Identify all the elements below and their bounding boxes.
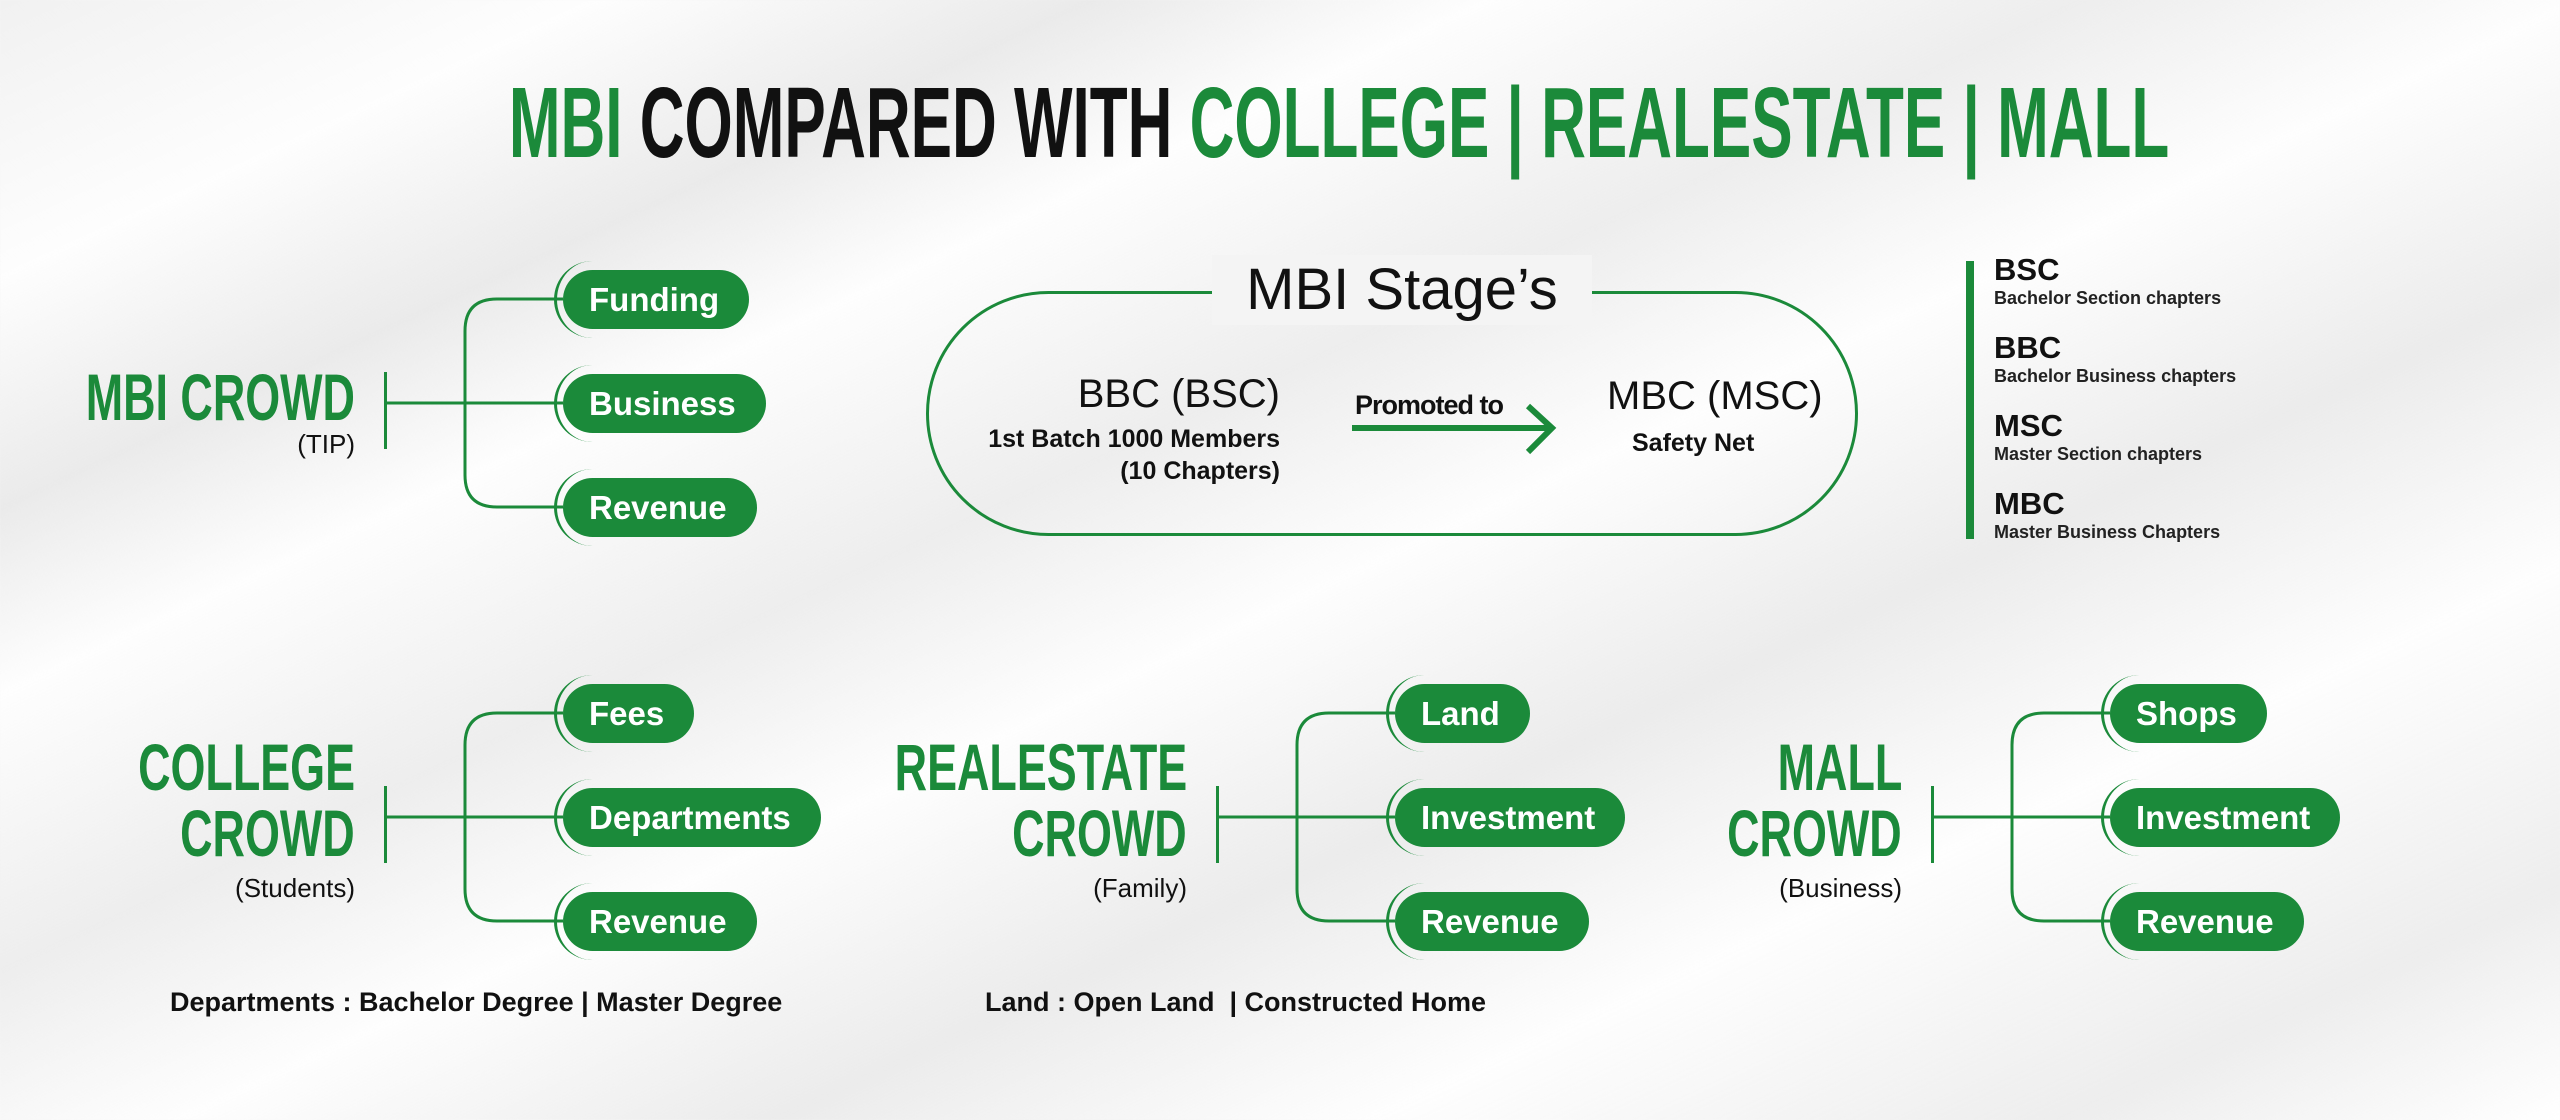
mall-item-pill: Investment bbox=[2100, 779, 2341, 856]
college-crowd-subtitle: (Students) bbox=[235, 873, 355, 903]
label-tick bbox=[1216, 786, 1219, 863]
legend-desc: Master Business Chapters bbox=[1994, 522, 2221, 542]
realestate-crowd-label: REALESTATE bbox=[894, 730, 1187, 804]
college-crowd-label: COLLEGE bbox=[138, 730, 355, 804]
stage-to-name: MBC (MSC) bbox=[1607, 374, 1823, 418]
stage-from-detail-2: (10 Chapters) bbox=[1120, 457, 1280, 485]
arrow-right-icon bbox=[1352, 403, 1557, 455]
mall-crowd-label: CROWD bbox=[1727, 796, 1902, 870]
stage-from-name: BBC (BSC) bbox=[1077, 372, 1280, 416]
title-mbi: MBI bbox=[508, 67, 623, 179]
page-title: MBI COMPARED WITH COLLEGE | REALESTATE |… bbox=[0, 68, 2560, 178]
realestate-item-pill: Investment bbox=[1385, 779, 1626, 856]
stage-from-detail-1: 1st Batch 1000 Members bbox=[988, 425, 1280, 453]
college-item-pill: Revenue bbox=[554, 883, 757, 960]
label-tick bbox=[384, 786, 387, 863]
realestate-crowd-label: CROWD bbox=[1012, 796, 1187, 870]
mall-crowd-subtitle: (Business) bbox=[1779, 873, 1902, 903]
legend-abbr: BBC bbox=[1994, 330, 2062, 365]
legend-bar bbox=[1966, 261, 1974, 539]
stages-title: MBI Stage’s bbox=[1212, 255, 1592, 325]
realestate-item-pill: Revenue bbox=[1386, 883, 1589, 960]
departments-note: Departments : Bachelor Degree | Master D… bbox=[170, 987, 783, 1017]
legend-desc: Bachelor Business chapters bbox=[1994, 366, 2237, 386]
college-crowd-label: CROWD bbox=[180, 796, 355, 870]
label-tick bbox=[384, 372, 387, 449]
title-compared-with: COMPARED WITH bbox=[639, 67, 1173, 179]
mbi-item-pill: Business bbox=[554, 365, 766, 442]
connector-lines bbox=[1217, 711, 1395, 923]
stage-to-detail: Safety Net bbox=[1632, 429, 1755, 457]
title-comparisons: COLLEGE | REALESTATE | MALL bbox=[1189, 67, 2170, 179]
mall-crowd-label: MALL bbox=[1777, 730, 1902, 804]
legend-desc: Bachelor Section chapters bbox=[1994, 288, 2222, 308]
connector-lines bbox=[385, 297, 563, 509]
mbi-item-pill: Funding bbox=[553, 261, 750, 338]
land-note: Land : Open Land | Constructed Home bbox=[985, 987, 1487, 1017]
connector-lines bbox=[385, 711, 563, 923]
legend-abbr: MBC bbox=[1994, 486, 2065, 521]
label-tick bbox=[1931, 786, 1934, 863]
college-item-pill: Departments bbox=[554, 779, 821, 856]
legend-abbr: MSC bbox=[1994, 408, 2063, 443]
connector-lines bbox=[1932, 711, 2110, 923]
legend-desc: Master Section chapters bbox=[1994, 444, 2203, 464]
mbi-item-pill: Revenue bbox=[554, 469, 757, 546]
mall-item-pill: Shops bbox=[2101, 675, 2267, 752]
mall-item-pill: Revenue bbox=[2101, 883, 2304, 960]
mbi-crowd-label: MBI CROWD bbox=[85, 360, 355, 434]
mbi-crowd-subtitle: (TIP) bbox=[297, 429, 355, 459]
promoted-to-label: Promoted to bbox=[1355, 390, 1504, 420]
legend-abbr: BSC bbox=[1994, 252, 2060, 287]
realestate-item-pill: Land bbox=[1386, 675, 1530, 752]
realestate-crowd-subtitle: (Family) bbox=[1093, 873, 1187, 903]
college-item-pill: Fees bbox=[553, 675, 695, 752]
